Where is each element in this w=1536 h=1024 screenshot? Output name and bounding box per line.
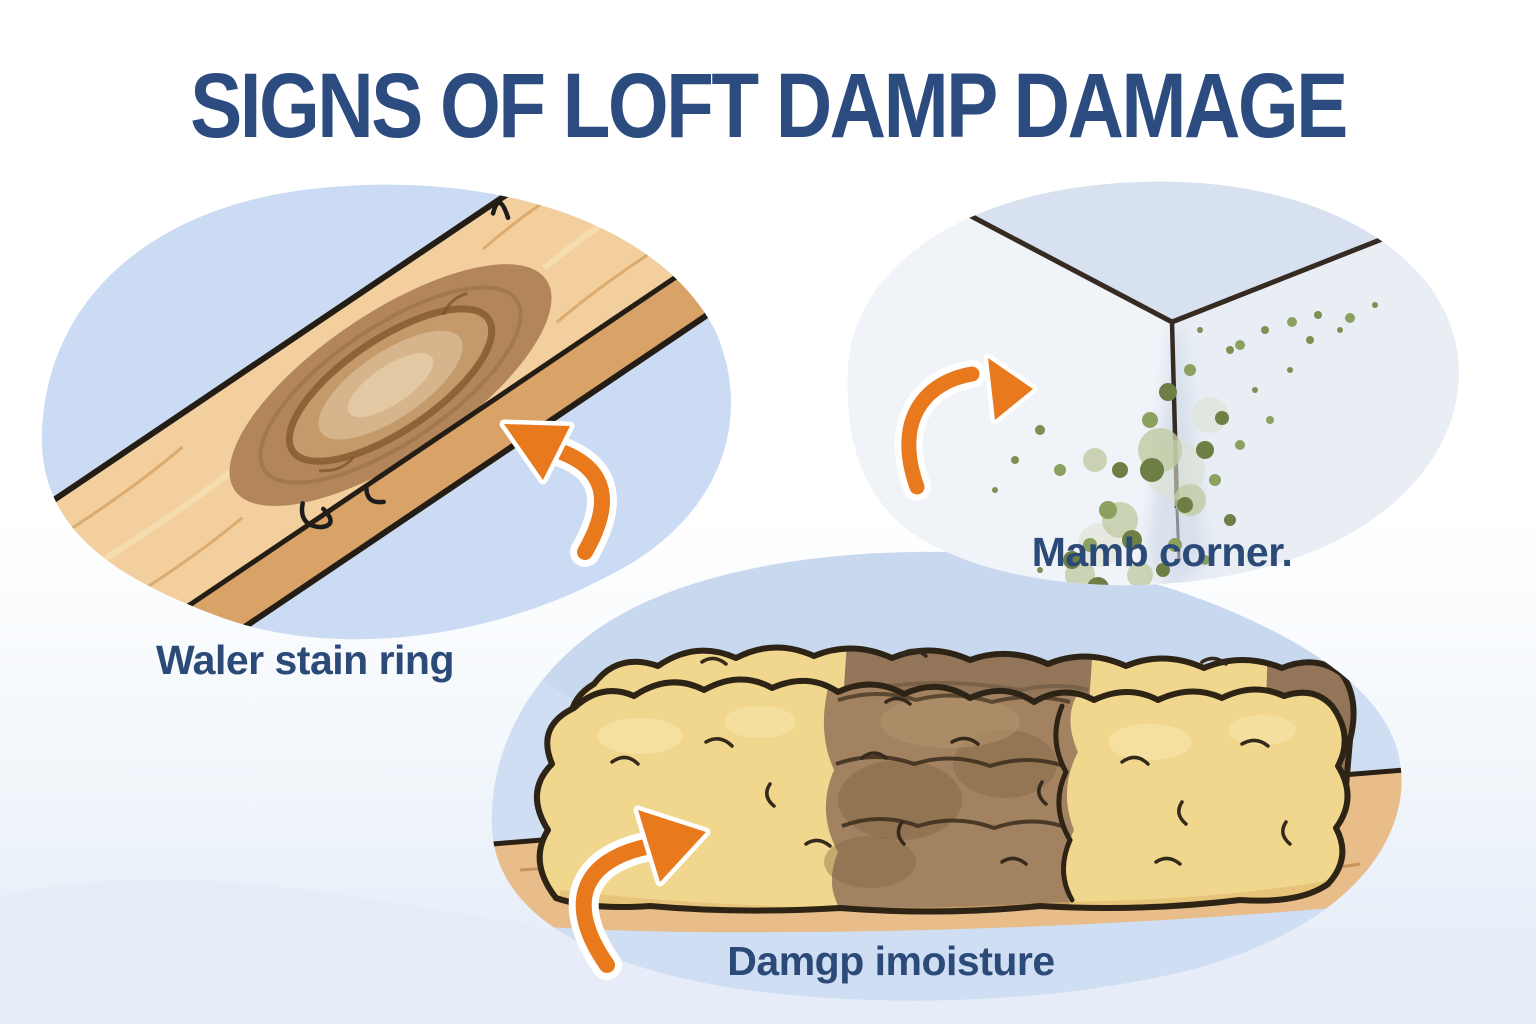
panel-damp-insulation: [491, 551, 1402, 1001]
insulation-front-batt: [533, 648, 1351, 915]
damp-patch: [823, 679, 1080, 912]
caption-water-stain: Waler stain ring: [155, 637, 455, 683]
caption-mold-corner: Mamb corner.: [1031, 529, 1293, 575]
mold-speckles: [992, 302, 1378, 586]
curved-arrow-icon: [568, 805, 711, 980]
curved-arrow-icon: [894, 353, 1038, 501]
page-title: SIGNS OF LOFT DAMP DAMAGE: [190, 55, 1348, 157]
caption-damp-insulation: Damgp imoisture: [727, 938, 1055, 984]
curved-arrow-icon: [499, 419, 617, 567]
water-stain-ring-graphic: [229, 264, 552, 506]
